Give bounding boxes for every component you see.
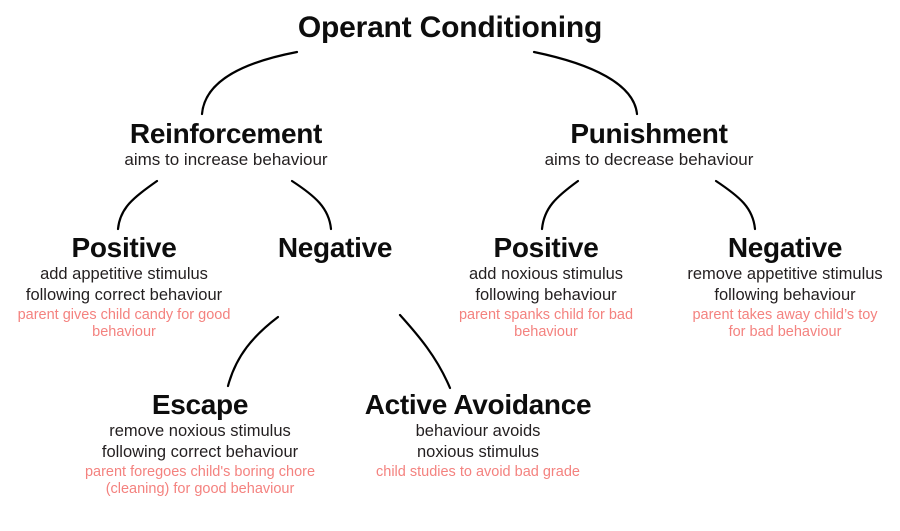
node-example-reinforcement-positive: parent gives child candy for good behavi…	[0, 307, 254, 342]
node-desc-reinforcement: aims to increase behaviour	[124, 150, 328, 170]
node-desc-reinforcement-positive: add appetitive stimulus following correc…	[0, 264, 254, 304]
example-line: behaviour	[92, 324, 156, 341]
node-example-escape: parent foregoes child's boring chore (cl…	[55, 464, 345, 499]
node-title-reinforcement: Reinforcement	[129, 118, 323, 149]
desc-line: add appetitive stimulus	[40, 265, 208, 284]
node-reinforcement[interactable]: Reinforcement aims to increase behaviour	[124, 119, 327, 171]
edge-punishment-to-positive	[540, 179, 580, 231]
example-line: parent takes away child’s toy	[692, 306, 878, 323]
node-title-reinforcement-negative: Negative	[277, 232, 393, 263]
edge-reinforcement-to-positive	[116, 179, 159, 231]
node-desc-active-avoidance: behaviour avoids noxious stimulus	[333, 421, 623, 461]
node-title-active-avoidance: Active Avoidance	[364, 389, 592, 420]
edge-root-to-punishment	[532, 50, 639, 116]
node-punishment-negative[interactable]: Negative remove appetitive stimulus foll…	[670, 233, 900, 342]
edge-punishment-to-negative	[714, 179, 757, 231]
example-line: (cleaning) for good behaviour	[105, 481, 295, 498]
desc-line: behaviour avoids	[415, 422, 541, 441]
desc-line: following behaviour	[714, 285, 856, 304]
node-example-punishment-positive: parent spanks child for bad behaviour	[436, 307, 656, 342]
example-line: child studies to avoid bad grade	[376, 463, 580, 480]
desc-line: remove noxious stimulus	[109, 422, 291, 441]
node-title-punishment-negative: Negative	[727, 232, 843, 263]
node-example-active-avoidance: child studies to avoid bad grade	[333, 464, 623, 482]
node-reinforcement-positive[interactable]: Positive add appetitive stimulus followi…	[0, 233, 254, 342]
node-title-root: Operant Conditioning	[297, 11, 603, 44]
example-line: for bad behaviour	[728, 324, 842, 341]
node-punishment[interactable]: Punishment aims to decrease behaviour	[545, 119, 754, 171]
desc-line: following correct behaviour	[25, 285, 223, 304]
example-line: behaviour	[514, 324, 578, 341]
node-escape[interactable]: Escape remove noxious stimulus following…	[55, 390, 345, 499]
example-line: parent spanks child for bad	[458, 306, 634, 323]
example-line: parent foregoes child's boring chore	[84, 463, 316, 480]
desc-line: remove appetitive stimulus	[687, 265, 883, 284]
desc-line: following correct behaviour	[101, 442, 299, 461]
node-operant-conditioning[interactable]: Operant Conditioning	[298, 12, 602, 44]
node-desc-punishment-negative: remove appetitive stimulus following beh…	[670, 264, 900, 304]
example-line: parent gives child candy for good	[17, 306, 231, 323]
node-title-punishment-positive: Positive	[493, 232, 599, 263]
node-example-punishment-negative: parent takes away child’s toy for bad be…	[670, 307, 900, 342]
edge-root-to-reinforcement	[200, 50, 299, 116]
node-title-escape: Escape	[151, 389, 249, 420]
node-title-reinforcement-positive: Positive	[71, 232, 177, 263]
edge-reinforcement-to-negative	[290, 179, 333, 231]
node-reinforcement-negative[interactable]: Negative	[277, 232, 393, 263]
node-desc-escape: remove noxious stimulus following correc…	[55, 421, 345, 461]
node-active-avoidance[interactable]: Active Avoidance behaviour avoids noxiou…	[333, 390, 623, 481]
node-desc-punishment: aims to decrease behaviour	[544, 150, 754, 170]
desc-line: add noxious stimulus	[468, 265, 624, 284]
node-punishment-positive[interactable]: Positive add noxious stimulus following …	[436, 233, 656, 342]
desc-line: following behaviour	[475, 285, 617, 304]
node-title-punishment: Punishment	[570, 118, 728, 149]
node-desc-punishment-positive: add noxious stimulus following behaviour	[436, 264, 656, 304]
desc-line: noxious stimulus	[417, 442, 539, 461]
